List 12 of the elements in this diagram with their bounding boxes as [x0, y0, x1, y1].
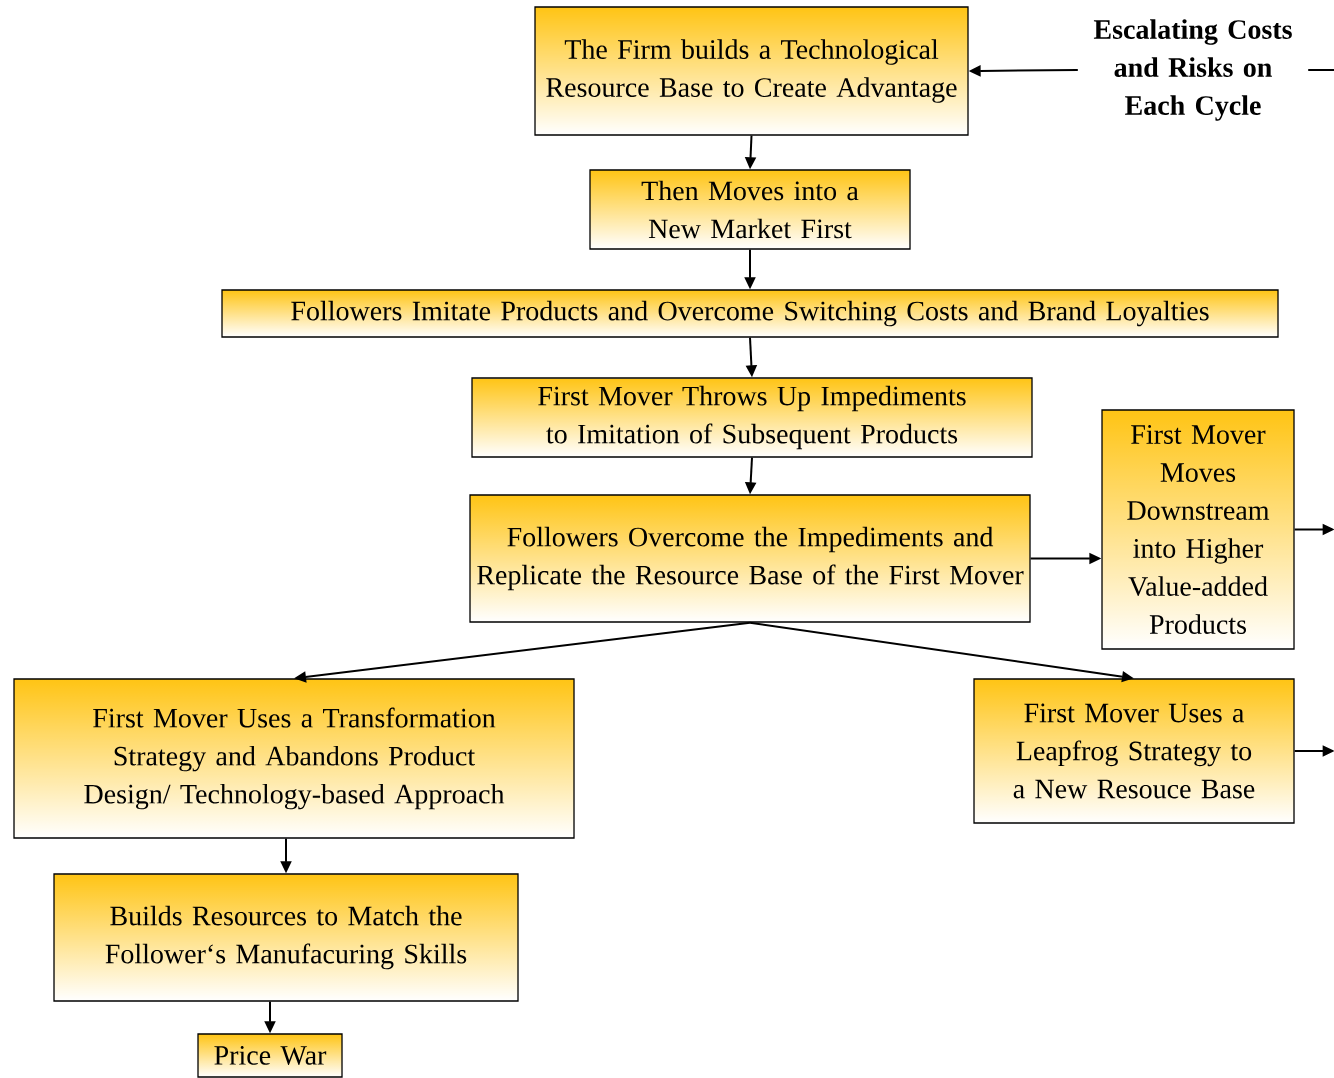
arrow — [1293, 745, 1334, 757]
process-box: Builds Resources to Match the Follower‘s Manufacuring Skills — [53, 873, 519, 1002]
process-box: First Mover Moves Downstream into Higher Value-added Products — [1101, 409, 1295, 650]
process-box: The Firm builds a Technological Resource Base to Create Advantage — [534, 6, 969, 136]
process-box: Followers Overcome the Impediments and Replicate the Resource Base of the First Mover — [469, 494, 1031, 623]
annotation-text: Escalating Costs and Risks on Each Cycle — [1093, 19, 1292, 121]
process-box: First Mover Throws Up Impediments to Imitation of Subsequent Products — [471, 377, 1033, 458]
process-box: First Mover Uses a Leapfrog Strategy to a New Resouce Base — [973, 678, 1295, 824]
process-box: First Mover Uses a Transformation Strategy and Abandons Product Design/ Technology-based Approach — [13, 678, 575, 839]
process-box: Followers Imitate Products and Overcome Switching Costs and Brand Loyalties — [221, 289, 1279, 338]
process-box: Price War — [197, 1033, 343, 1078]
process-box: Then Moves into a New Market First — [589, 169, 911, 250]
